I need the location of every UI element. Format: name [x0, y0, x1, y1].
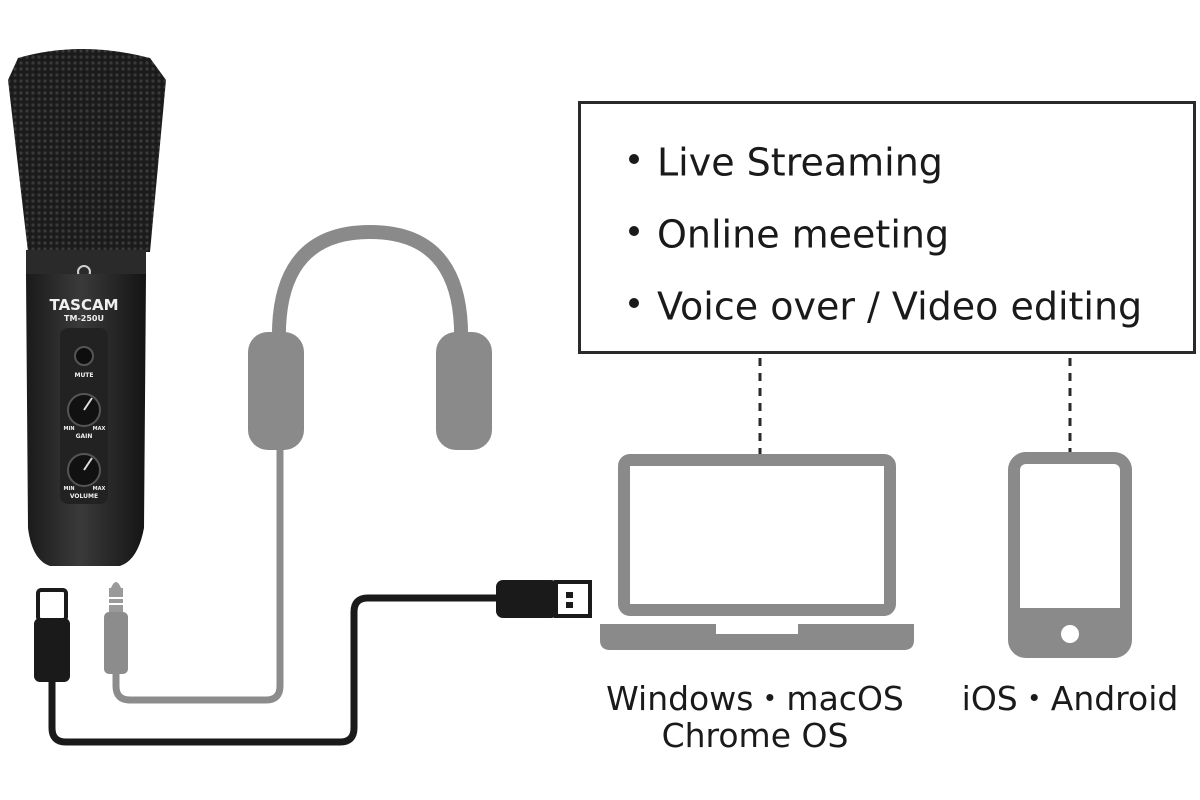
bullet-icon — [629, 225, 639, 236]
use-case-item: Live Streaming — [629, 138, 943, 185]
smartphone-icon — [1008, 452, 1132, 658]
mute-label: MUTE — [74, 372, 94, 379]
use-case-label: Voice over / Video editing — [657, 284, 1143, 329]
gain-max-label: MAX — [92, 426, 106, 432]
bullet-icon — [629, 297, 639, 308]
mic-model: TM-250U — [64, 314, 104, 323]
use-case-item: Voice over / Video editing — [629, 282, 1142, 329]
computer-os-line2: Chrome OS — [661, 716, 849, 755]
bullet-icon — [629, 153, 639, 164]
gain-min-label: MIN — [63, 426, 75, 432]
headphones-icon — [248, 224, 492, 450]
volume-max-label: MAX — [92, 486, 106, 492]
usb-cable — [48, 594, 502, 746]
laptop-icon — [600, 454, 914, 650]
volume-min-label: MIN — [63, 486, 75, 492]
use-case-label: Online meeting — [657, 212, 950, 257]
left-earcup — [248, 332, 304, 450]
mic-brand: TASCAM — [49, 296, 119, 314]
mute-button — [74, 346, 94, 366]
use-cases-box: Live Streaming Online meeting Voice over… — [578, 101, 1196, 354]
usb-c-plug-icon — [34, 588, 70, 682]
computer-os-line1: Windows・macOS — [606, 679, 904, 718]
mic-grille — [8, 49, 166, 252]
usb-a-plug-icon — [496, 580, 592, 618]
headphone-plug-icon — [104, 582, 128, 674]
mic-collar — [26, 250, 146, 274]
right-earcup — [436, 332, 492, 450]
use-case-label: Live Streaming — [657, 140, 943, 185]
use-case-item: Online meeting — [629, 210, 949, 257]
mobile-os-label: iOS・Android — [961, 679, 1179, 718]
volume-label: VOLUME — [69, 493, 99, 500]
gain-label: GAIN — [75, 433, 93, 440]
headphone-cable — [112, 450, 284, 704]
microphone — [8, 49, 166, 566]
